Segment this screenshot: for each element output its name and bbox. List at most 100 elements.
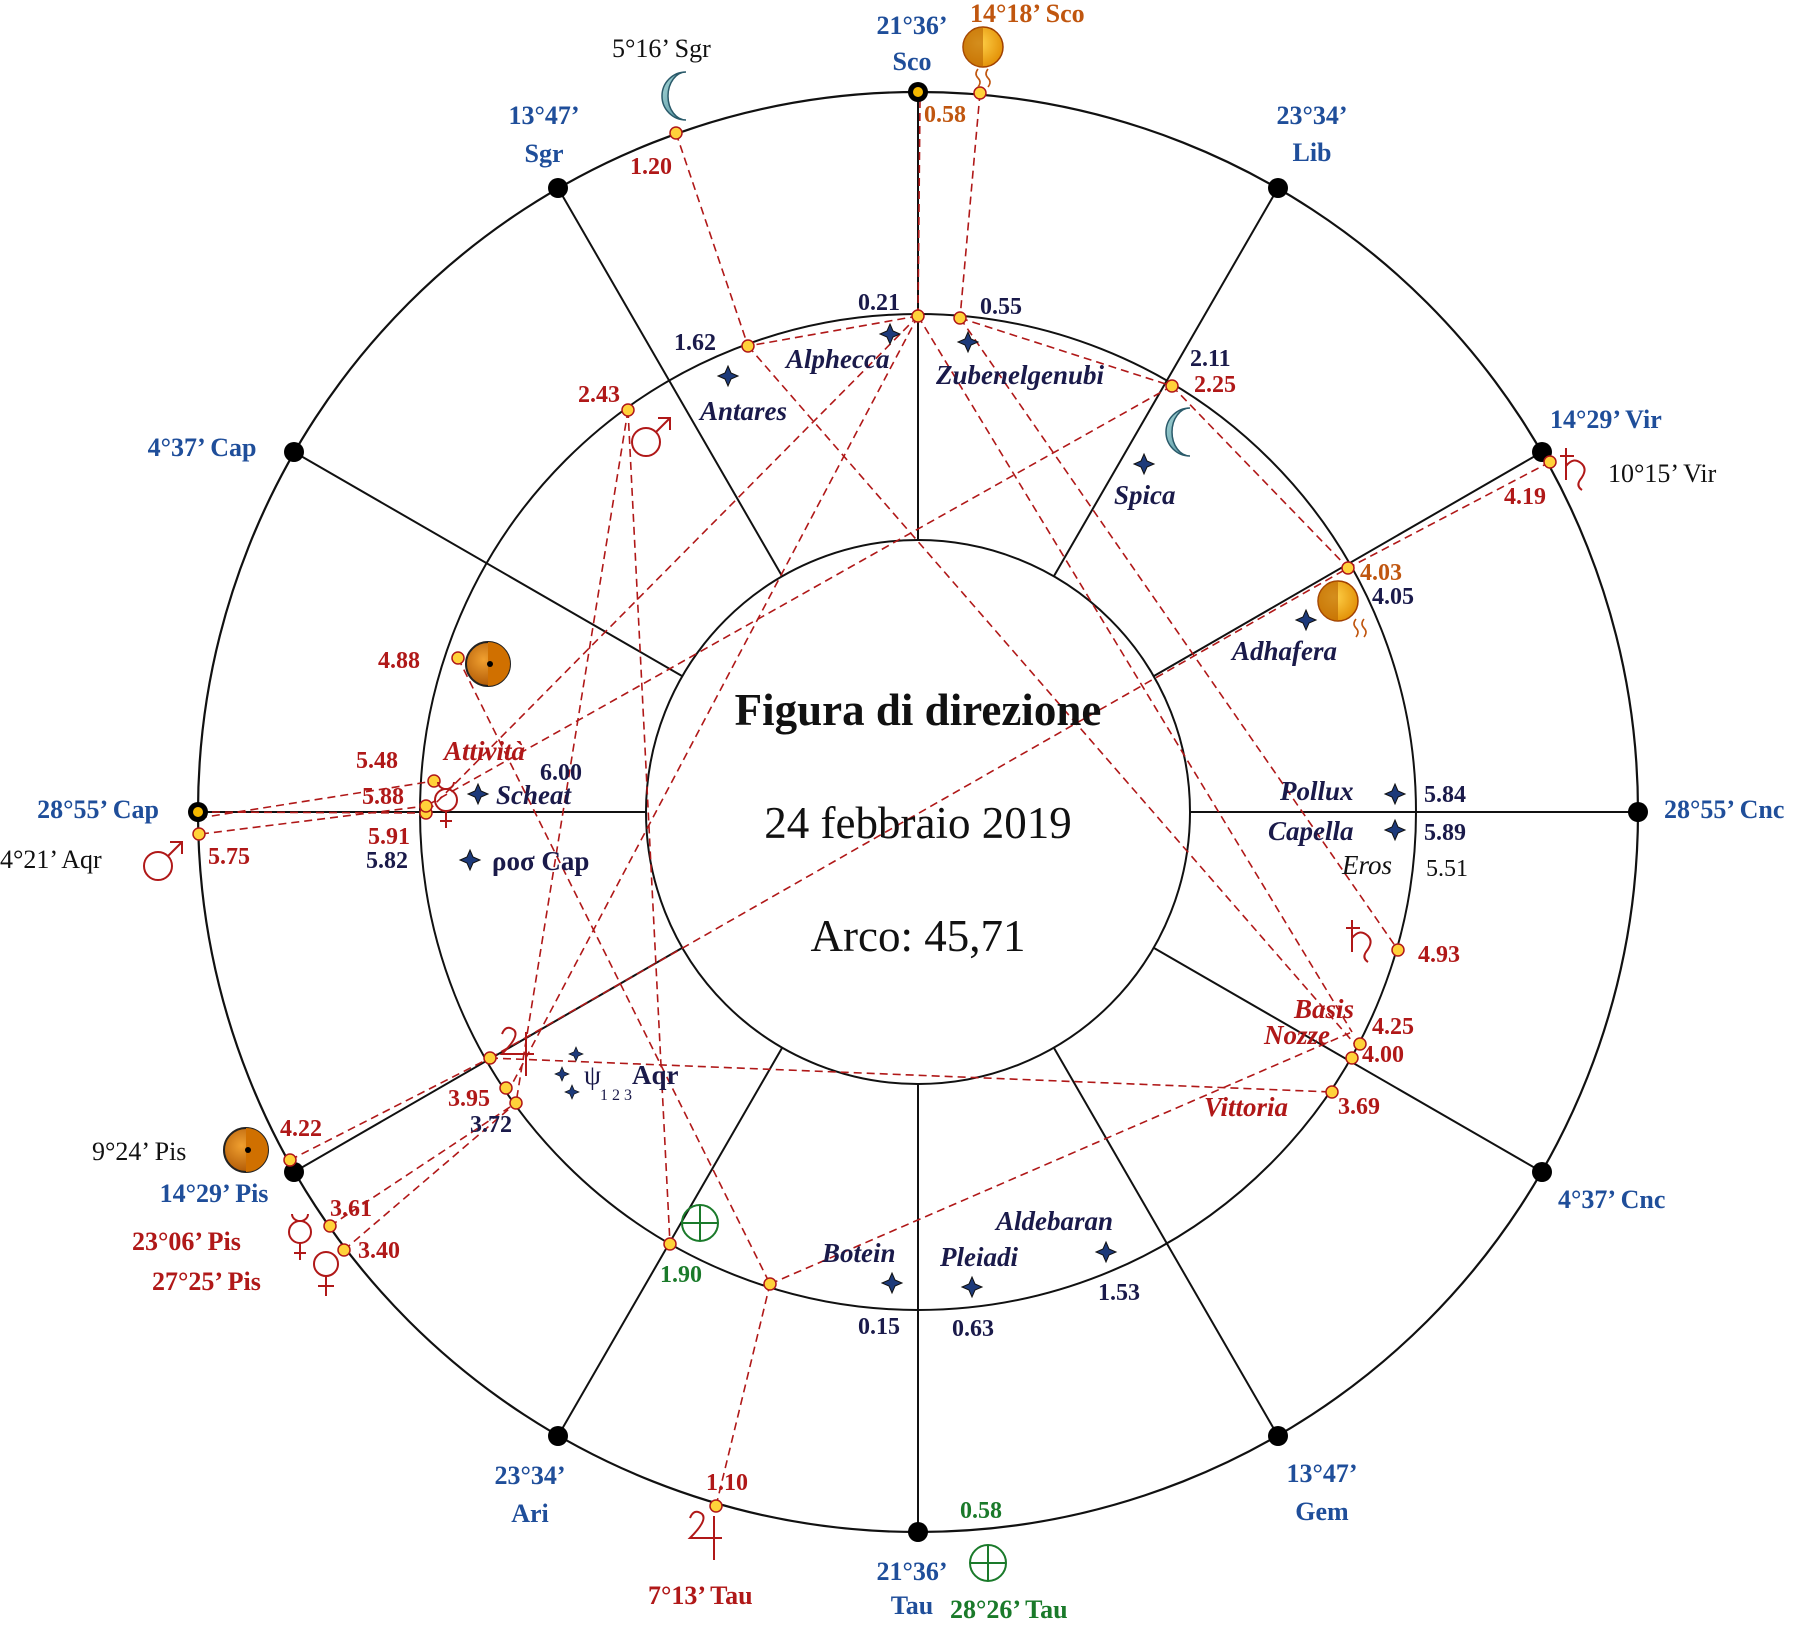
star-label-aldebaran: Aldebaran: [994, 1206, 1113, 1236]
arc-values-inner-navy: 0.21 0.55 1.62 2.11 4.05 6.00 5.82 3.72 …: [366, 290, 1466, 1342]
chart-arc: Arco: 45,71: [811, 911, 1026, 961]
cusp-label-lib: 23°34’Lib: [1276, 101, 1347, 167]
cusp-dot-sgr: [548, 178, 568, 198]
star-icon: [1132, 452, 1156, 476]
arc-value: 3.69: [1338, 1094, 1380, 1120]
cusp-dot-cap: [284, 442, 304, 462]
star-label-aqr: Aqr: [632, 1060, 679, 1090]
mars-icon: [631, 417, 671, 457]
arc-values-outer: 0.58 1.20 4.19 5.75 4.22 3.61 3.40 1.10 …: [208, 102, 1546, 1524]
cusp-label-dsc: 28°55’ Cnc: [1664, 795, 1784, 824]
arc-value: 3.61: [330, 1196, 372, 1222]
star-icon: [554, 1066, 570, 1082]
arc-value: 1.10: [706, 1470, 748, 1496]
cusp-dot-gem: [1268, 1426, 1288, 1446]
cusp-dots: [284, 178, 1648, 1542]
direction-points: [192, 86, 1557, 1513]
moon-position-label: 5°16’ Sgr: [612, 34, 711, 63]
sun-icon: [962, 26, 1004, 88]
cusp-label-vir: 14°29’ Vir: [1550, 405, 1662, 434]
arc-value: 1.20: [630, 154, 672, 180]
fortune-position-label: 28°26’ Tau: [950, 1595, 1068, 1621]
arc-value: 1.53: [1098, 1280, 1140, 1306]
mars-position-label: 4°21’ Aqr: [0, 845, 102, 874]
arc-value: 3.95: [448, 1086, 490, 1112]
star-label-rho-cap: ρoσ Cap: [492, 846, 589, 876]
cusp-dot-pis: [284, 1162, 304, 1182]
point-label-basis: Basis: [1293, 994, 1354, 1024]
sun-position-label: 14°18’ Sco: [970, 0, 1085, 28]
arc-value: 5.48: [356, 748, 398, 774]
star-label-pollux: Pollux: [1279, 776, 1354, 806]
cusp-line-cap: [293, 451, 683, 677]
sun-icon: [465, 641, 511, 687]
star-label-capella: Capella: [1268, 816, 1354, 846]
mercury-position-label: 23°06’ Pis: [132, 1227, 241, 1256]
mars-icon: [143, 841, 183, 881]
chart-title: Figura di direzione: [735, 685, 1102, 735]
star-labels: Alphecca Zubenelgenubi Antares Spica Adh…: [496, 344, 1354, 1272]
arc-value: 4.25: [1372, 1014, 1414, 1040]
star-label-psi: ψ: [584, 1060, 601, 1090]
chart-date: 24 febbraio 2019: [764, 798, 1071, 848]
arc-value: 0.21: [858, 290, 900, 316]
cusp-line-gem: [1053, 1047, 1279, 1437]
star-icon: [1094, 1240, 1118, 1264]
star-label-alphecca: Alphecca: [784, 344, 889, 374]
cusp-label-cap: 4°37’ Cap: [148, 433, 257, 462]
arc-value: 1.62: [674, 330, 716, 356]
point-labels: Attività Basis Nozze Vittoria: [442, 736, 1354, 1122]
arc-value: 5.91: [368, 824, 410, 850]
cusp-label-mc: 21°36’Sco: [876, 11, 947, 76]
cusp-label-cnc: 4°37’ Cnc: [1558, 1185, 1665, 1214]
cusp-dot-lib: [1268, 178, 1288, 198]
sun-icon: [223, 1127, 269, 1173]
point-label-attivita: Attività: [442, 736, 525, 766]
arc-value: 5.84: [1424, 782, 1466, 808]
jupiter-icon: [687, 1510, 722, 1560]
jupiter-icon: [499, 1026, 534, 1076]
cusp-labels: 21°36’Sco 13°47’Sgr 23°34’Lib 4°37’ Cap …: [37, 11, 1784, 1620]
cusp-dot-cnc: [1532, 1162, 1552, 1182]
venus-position-label: 27°25’ Pis: [152, 1267, 261, 1296]
arc-value: 2.11: [1190, 346, 1231, 372]
arc-value: 5.51: [1426, 856, 1468, 882]
cusp-dot-asc-center: [193, 807, 203, 817]
arc-value: 3.40: [358, 1238, 400, 1264]
arc-value: 4.88: [378, 648, 420, 674]
arc-value: 4.22: [280, 1116, 322, 1142]
venus-icon: [313, 1251, 339, 1296]
arc-value: 0.63: [952, 1316, 994, 1342]
arc-value: 4.05: [1372, 584, 1414, 610]
arc-value: 0.58: [924, 102, 966, 128]
arc-value: 4.19: [1504, 484, 1546, 510]
star-label-antares: Antares: [698, 396, 787, 426]
direction-lines: [198, 92, 1551, 1507]
sun-icon: [1317, 580, 1367, 638]
star-icon: [878, 322, 902, 346]
saturn-icon: [1560, 448, 1586, 491]
star-icon: [880, 1271, 904, 1295]
point-label-nozze: Nozze: [1263, 1020, 1330, 1050]
star-icon: [458, 848, 482, 872]
cusp-dot-mc-center: [913, 87, 923, 97]
arc-value: 6.00: [540, 760, 582, 786]
star-icon: [1383, 818, 1407, 842]
point-label-vittoria: Vittoria: [1204, 1092, 1288, 1122]
star-icon: [568, 1046, 584, 1062]
star-icon: [956, 330, 980, 354]
cusp-label-gem: 13°47’Gem: [1286, 1459, 1357, 1526]
house-lines: [198, 92, 1638, 1532]
star-label-spica: Spica: [1114, 480, 1176, 510]
star-label-adhafera: Adhafera: [1230, 636, 1337, 666]
arc-value: 2.25: [1194, 372, 1236, 398]
arc-value: 1.90: [660, 1262, 702, 1288]
arc-value: 5.75: [208, 844, 250, 870]
arc-value: 0.55: [980, 294, 1022, 320]
cusp-line-lib: [1053, 187, 1279, 577]
arc-value: 4.03: [1360, 560, 1402, 586]
star-icon: [960, 1275, 984, 1299]
cusp-label-pis: 14°29’ Pis: [160, 1179, 269, 1208]
